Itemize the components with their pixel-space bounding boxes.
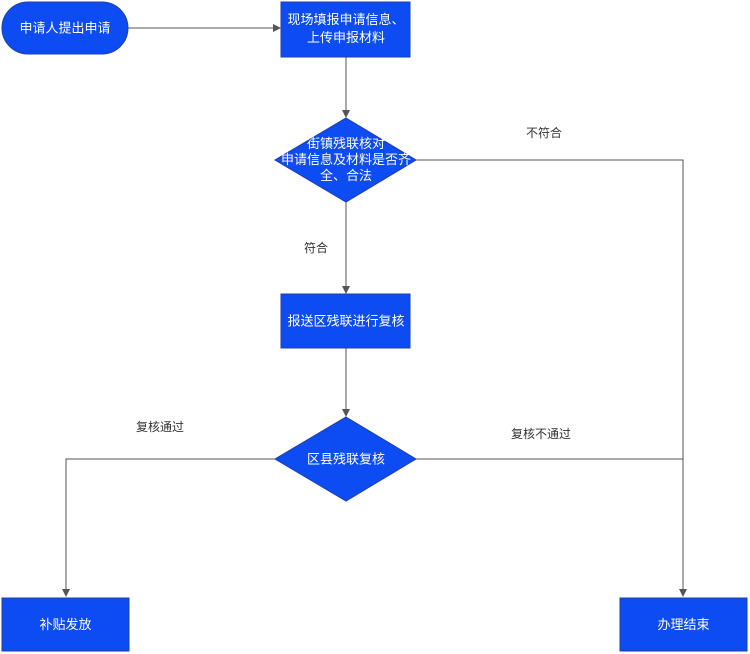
label-review-pass: 复核通过 <box>136 420 184 434</box>
check-street-label-line-2: 申请信息及材料是否齐 <box>281 152 411 168</box>
end-process-shape <box>619 597 748 652</box>
start-label: 申请人提出申请 <box>19 21 110 37</box>
district-review-label: 区县残联复核 <box>307 453 385 468</box>
edge-review-pass <box>62 458 275 597</box>
label-review-fail: 复核不通过 <box>511 427 571 441</box>
check-street-label-line-3: 全、合法 <box>320 168 372 184</box>
subsidy-process-shape <box>1 597 130 652</box>
fill-info-label-line-2: 上传申报材料 <box>307 31 385 46</box>
node-end: 办理结束 <box>619 597 748 652</box>
submit-district-process-shape <box>280 293 411 349</box>
edge-check-not-match <box>416 159 687 597</box>
end-label: 办理结束 <box>657 618 709 633</box>
label-not-match: 不符合 <box>526 125 562 140</box>
node-district-review: 区县残联复核 <box>274 416 417 502</box>
fill-info-label-line-1: 现场填报申请信息、 <box>287 12 404 28</box>
edge-labels: 不符合 符合 复核通过 复核不通过 <box>136 125 571 441</box>
label-match: 符合 <box>304 240 328 255</box>
node-start: 申请人提出申请 <box>1 1 129 55</box>
fill-info-process-shape <box>280 1 411 58</box>
district-review-decision-shape <box>274 416 417 502</box>
subsidy-label: 补贴发放 <box>39 617 91 633</box>
check-street-decision-shape <box>274 117 417 203</box>
node-fill-info: 现场填报申请信息、 上传申报材料 <box>280 1 411 58</box>
submit-district-label: 报送区残联进行复核 <box>287 315 404 330</box>
start-terminal-shape <box>1 1 129 55</box>
edges <box>62 24 687 597</box>
node-submit-district: 报送区残联进行复核 <box>280 293 411 349</box>
check-street-label-line-1: 街镇残联核对 <box>307 137 385 152</box>
node-check-street: 街镇残联核对 申请信息及材料是否齐 全、合法 <box>274 117 417 203</box>
node-subsidy: 补贴发放 <box>1 597 130 652</box>
